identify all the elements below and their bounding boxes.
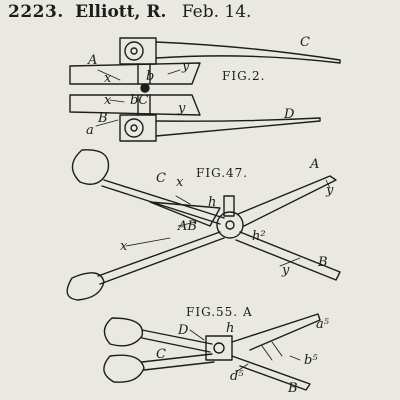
patent-number: 2223. xyxy=(8,2,64,22)
fig47-pivot-disc xyxy=(216,211,244,239)
fig55-label-C: C xyxy=(156,347,166,362)
patent-date: Feb. 14. xyxy=(181,2,252,22)
fig2-label-b: b xyxy=(146,69,154,84)
fig47-lower-right-blade xyxy=(235,231,341,281)
fig2-label-y2: y xyxy=(177,101,186,116)
fig47-label-B: B xyxy=(317,255,328,270)
fig2-label-D: D xyxy=(283,107,295,122)
fig47-label-y1: y xyxy=(325,183,334,198)
fig55-lower-finger-loop xyxy=(103,354,145,383)
fig55-caption: FIG.55. A xyxy=(186,305,253,319)
fig2-label-A: A xyxy=(87,53,97,68)
patent-header: 2223. Elliott, R. Feb. 14. xyxy=(8,2,251,22)
fig47-upper-right-blade xyxy=(237,175,337,227)
fig55-label-d5: d⁵ xyxy=(230,369,244,384)
fig2-upper-shank xyxy=(137,63,151,85)
fig2-lower-handle xyxy=(155,117,321,137)
fig2-lower-hinge-block xyxy=(119,114,157,142)
fig47-caption: FIG.47. xyxy=(196,166,248,180)
fig55-pivot-box xyxy=(205,335,233,361)
fig2-drawing xyxy=(69,37,341,142)
fig2-label-y1: y xyxy=(181,59,190,74)
fig47-label-x2: x xyxy=(120,239,128,254)
fig55-label-b5: b⁵ xyxy=(304,353,318,368)
fig55-leader-lines xyxy=(189,329,301,373)
fig55-label-a5: a⁵ xyxy=(316,317,330,332)
fig55-label-D: D xyxy=(177,323,189,338)
fig2-upper-rivet xyxy=(124,41,144,61)
fig2-lower-blade xyxy=(69,94,201,116)
fig47-lower-handle xyxy=(97,231,225,285)
fig47-upper-handle xyxy=(101,179,225,225)
fig55-upper-handle xyxy=(141,329,213,353)
fig2-label-x2: x xyxy=(104,93,112,108)
fig47-label-h: h xyxy=(208,195,216,210)
fig55-drawing xyxy=(103,313,321,391)
fig47-label-h2: h² xyxy=(252,229,266,244)
fig55-pivot-pin xyxy=(213,342,225,354)
fig2-caption: FIG.2. xyxy=(222,69,266,83)
fig2-label-bc: bC xyxy=(130,93,148,108)
fig47-label-x1: x xyxy=(176,175,184,190)
fig55-upper-blade xyxy=(231,313,321,351)
fig55-lower-handle xyxy=(141,353,215,371)
fig47-label-C: C xyxy=(156,171,166,186)
inventor-name: Elliott, R. xyxy=(75,2,167,22)
fig2-lower-rivet-center xyxy=(130,124,138,132)
fig47-pivot-post xyxy=(223,195,235,217)
fig55-upper-finger-loop xyxy=(103,317,144,347)
fig2-upper-handle xyxy=(155,41,341,64)
fig47-leader-lines xyxy=(125,179,331,267)
fig55-label-h: h xyxy=(226,321,234,336)
fig55-jaw-detail xyxy=(261,341,283,361)
fig55-label-B: B xyxy=(287,381,298,396)
fig2-label-a: a xyxy=(86,123,94,138)
fig2-label-x1: x xyxy=(104,71,112,86)
fig47-label-A: A xyxy=(309,157,319,172)
fig2-upper-rivet-center xyxy=(130,47,138,55)
fig47-label-AB: AB xyxy=(177,219,197,234)
fig2-label-C: C xyxy=(300,35,310,50)
fig2-leader-lines xyxy=(95,69,181,127)
fig2-lower-rivet xyxy=(124,118,144,138)
fig2-label-B: B xyxy=(97,111,108,126)
fig47-left-wedge xyxy=(149,201,221,227)
fig47-drawing xyxy=(66,149,341,301)
fig2-center-pivot xyxy=(140,83,150,93)
fig47-upper-finger-loop xyxy=(71,149,110,185)
fig47-label-y2: y xyxy=(281,263,290,278)
fig47-pivot-pin xyxy=(225,220,235,230)
fig2-lower-shank xyxy=(137,94,151,116)
fig47-lower-finger-loop xyxy=(66,272,105,301)
fig55-lower-blade xyxy=(231,355,311,391)
